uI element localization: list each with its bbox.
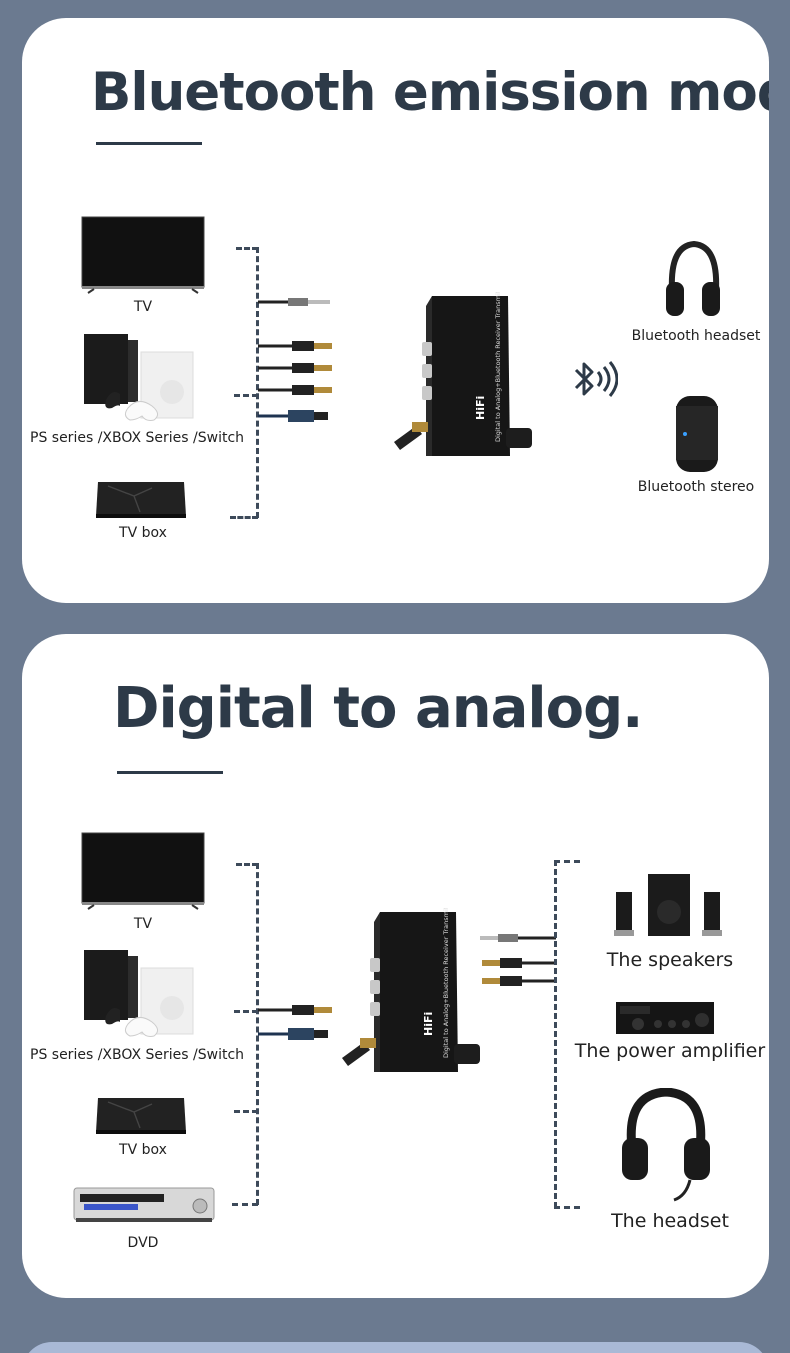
bracket-top (236, 247, 258, 250)
title-underline (96, 142, 202, 145)
dac-device-icon: HiFi Digital to Analog+Bluetooth Receive… (342, 908, 480, 1072)
tv-box-icon (96, 482, 186, 518)
game-consoles-icon (84, 334, 194, 421)
output-label-amplifier: The power amplifier (574, 1040, 766, 1062)
bracket-mid (234, 1010, 258, 1013)
output-bracket-top (554, 860, 580, 863)
speaker-icon (676, 396, 718, 472)
output-label-stereo: Bluetooth stereo (637, 479, 755, 495)
device-subtitle: Digital to Analog+Bluetooth Receiver Tra… (494, 292, 502, 442)
bracket-top (236, 863, 258, 866)
source-label-tvbox: TV box (119, 525, 167, 541)
input-cables-icon (258, 298, 332, 422)
source-bracket (256, 863, 259, 1205)
output-bracket (554, 860, 557, 1208)
power-amplifier-icon (616, 1002, 714, 1034)
bluetooth-emission-card: Bluetooth emission mode. TV PS series /X… (22, 18, 769, 603)
source-label-tv: TV (133, 916, 153, 932)
speakers-icon (614, 874, 722, 936)
output-label-headset: The headset (611, 1210, 729, 1232)
digital-to-analog-card: Digital to analog. TV PS series /XBOX Se… (22, 634, 769, 1298)
section-title: Bluetooth emission mode. (91, 62, 769, 123)
dac-device-icon: HiFi Digital to Analog+Bluetooth Receive… (394, 292, 532, 456)
source-label-tvbox: TV box (119, 1142, 167, 1158)
output-cables-icon (480, 934, 556, 986)
device-subtitle: Digital to Analog+Bluetooth Receiver Tra… (442, 908, 450, 1058)
bluetooth-icon (574, 361, 618, 397)
bracket-mid (234, 394, 258, 397)
device-hifi-label: HiFi (474, 396, 487, 420)
output-bracket-bottom (554, 1206, 580, 1209)
source-label-consoles: PS series /XBOX Series /Switch (30, 430, 245, 446)
tv-icon (81, 216, 205, 294)
section-title: Digital to analog. (113, 676, 643, 741)
source-bracket (256, 247, 259, 518)
output-label-speakers: The speakers (606, 949, 734, 971)
bracket-mid2 (234, 1110, 258, 1113)
tv-box-icon (96, 1098, 186, 1134)
title-underline (117, 771, 223, 774)
next-section-card (22, 1342, 769, 1353)
output-label-headset: Bluetooth headset (631, 328, 761, 344)
headphones-icon (666, 240, 720, 316)
source-label-tv: TV (133, 299, 153, 315)
game-consoles-icon (84, 950, 194, 1037)
tv-icon (81, 832, 205, 910)
source-label-dvd: DVD (127, 1235, 159, 1251)
gaming-headset-icon (622, 1088, 710, 1202)
source-label-consoles: PS series /XBOX Series /Switch (30, 1047, 245, 1063)
device-hifi-label: HiFi (422, 1012, 435, 1036)
bracket-bottom (232, 1203, 258, 1206)
input-cables-icon (258, 1005, 332, 1040)
dvd-player-icon (73, 1187, 215, 1222)
bracket-bottom (230, 516, 258, 519)
